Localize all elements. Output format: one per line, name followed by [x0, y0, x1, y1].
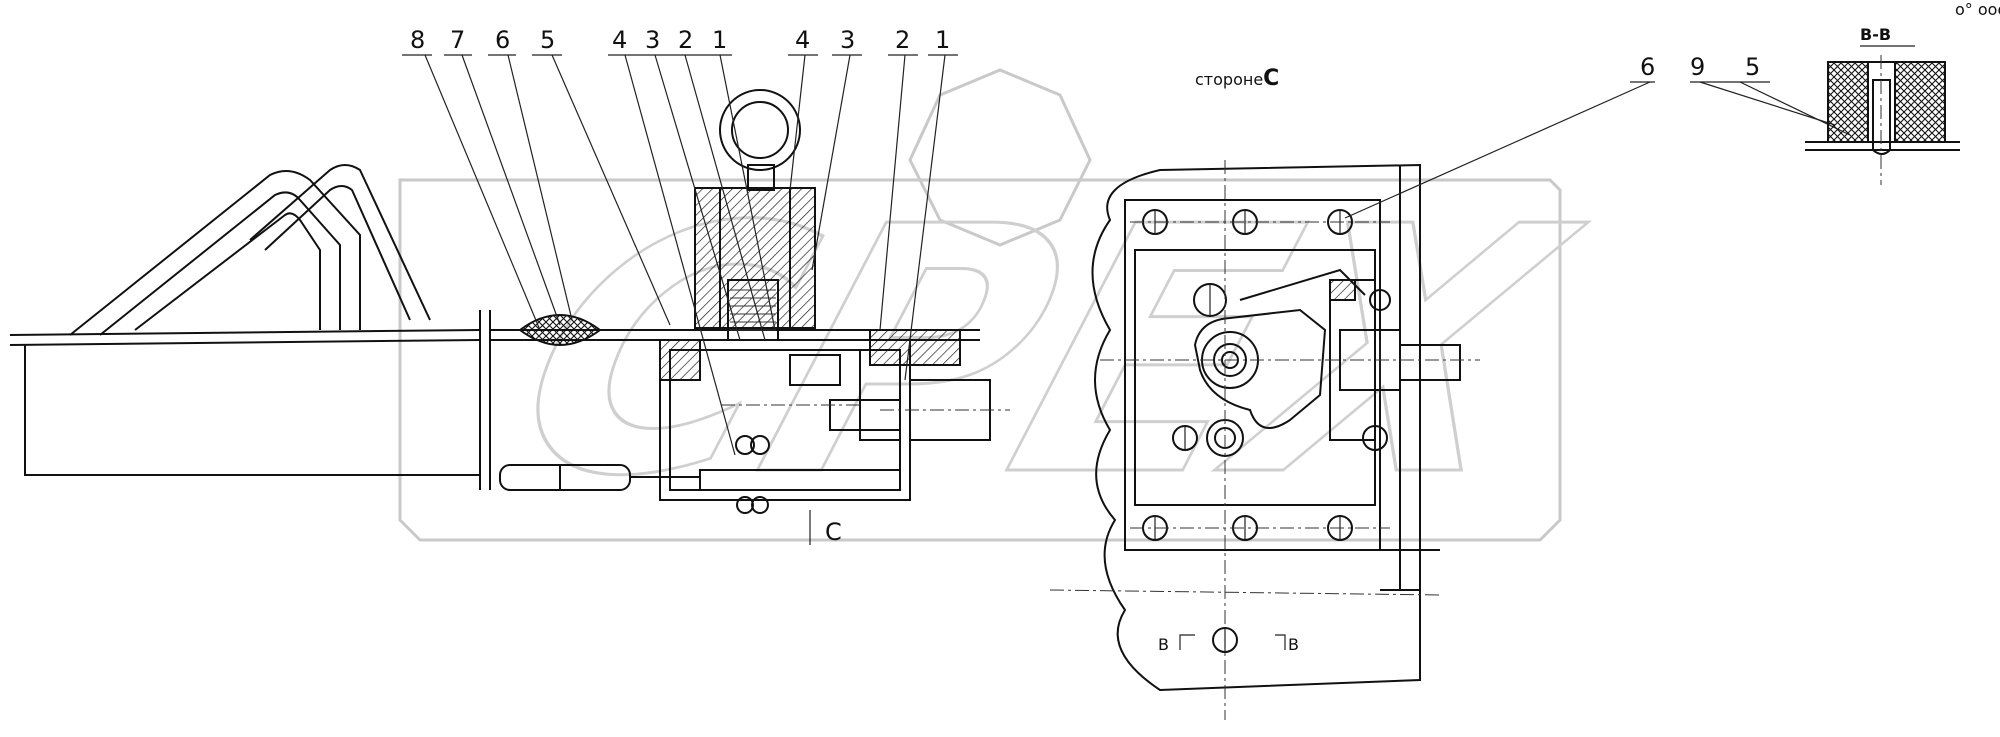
callout-2: 2: [895, 26, 910, 54]
view-label-c: C: [825, 518, 842, 546]
section-mark-left: B: [1158, 635, 1169, 654]
view-title: сторонеC: [1195, 66, 1279, 91]
callout-1: 1: [935, 26, 950, 54]
callout-9-right: 9: [1690, 53, 1705, 81]
watermark: CPEX: [398, 68, 1612, 552]
group-callout-2: 2: [678, 26, 693, 54]
callout-3: 3: [840, 26, 855, 54]
callout-8: 8: [410, 26, 425, 54]
group-callout-3: 3: [645, 26, 660, 54]
callout-6-right: 6: [1640, 53, 1655, 81]
callout-4: 4: [795, 26, 810, 54]
callout-6: 6: [495, 26, 510, 54]
group-callout-1: 1: [712, 26, 727, 54]
section-title: B-B: [1860, 25, 1891, 44]
watermark-text: CPEX: [474, 155, 1610, 551]
callout-5: 5: [540, 26, 555, 54]
section-b-b: B-B o° ooo: [1805, 0, 2000, 185]
corner-marks: o° ooo: [1955, 0, 2000, 19]
left-assembly: C 8 7 6 5 4 3 2 1 4 3: [9, 26, 1010, 546]
view-c: сторонеC: [1049, 53, 1851, 720]
callout-5-right: 5: [1745, 53, 1760, 81]
section-mark-right: B: [1288, 635, 1299, 654]
callout-7: 7: [450, 26, 465, 54]
group-callout-4: 4: [612, 26, 627, 54]
